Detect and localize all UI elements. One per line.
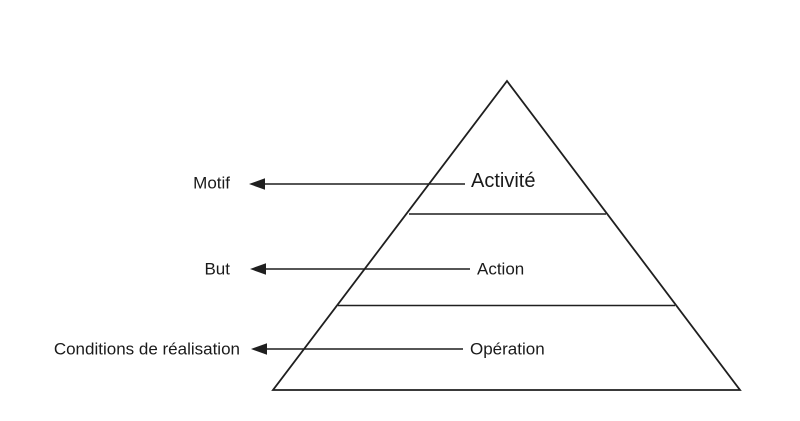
arrow-action-to-but (250, 263, 470, 275)
annotation-label-but: But (204, 259, 230, 279)
annotation-label-motif: Motif (193, 173, 230, 193)
annotation-label-conditions: Conditions de réalisation (53, 339, 240, 359)
level-label-operation: Opération (470, 339, 545, 359)
arrowhead-left-icon (251, 343, 267, 355)
arrow-activity-to-motif (249, 178, 465, 190)
pyramid-triangle (271, 79, 742, 391)
arrow-operation-to-conditions (251, 343, 463, 355)
level-label-activite: Activité (471, 170, 536, 192)
level-label-action: Action (477, 259, 525, 279)
arrowhead-left-icon (250, 263, 266, 275)
arrowhead-left-icon (249, 178, 265, 190)
